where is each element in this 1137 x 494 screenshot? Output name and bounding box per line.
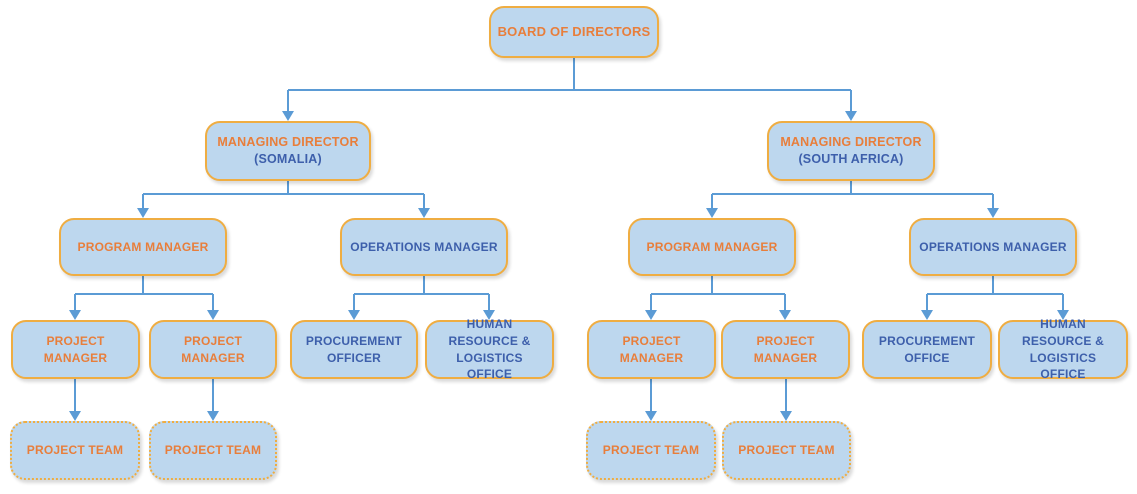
- node-label: PROCUREMENT OFFICE: [878, 333, 976, 365]
- node-label: OPERATIONS MANAGER: [350, 239, 498, 254]
- node-program-manager-south-africa: PROGRAM MANAGER: [628, 218, 796, 276]
- node-project-manager-2-south-africa: PROJECT MANAGER: [721, 320, 850, 379]
- node-label: PROJECT MANAGER: [753, 333, 818, 365]
- node-label: HUMAN RESOURCE & LOGISTICS OFFICE: [448, 316, 531, 382]
- node-label: PROJECT TEAM: [738, 443, 835, 458]
- node-operations-manager-south-africa: OPERATIONS MANAGER: [909, 218, 1077, 276]
- node-project-team-2-south-africa: PROJECT TEAM: [722, 421, 851, 480]
- node-procurement-officer-somalia: PROCUREMENT OFFICER: [290, 320, 418, 379]
- node-label: MANAGING DIRECTOR: [217, 134, 359, 149]
- node-label: PROJECT MANAGER: [619, 333, 684, 365]
- node-managing-director-somalia: MANAGING DIRECTOR (SOMALIA): [205, 121, 371, 181]
- node-project-manager-1-south-africa: PROJECT MANAGER: [587, 320, 716, 379]
- node-sublabel: (SOMALIA): [254, 152, 322, 166]
- node-sublabel: (SOUTH AFRICA): [798, 152, 904, 166]
- node-label: PROJECT TEAM: [602, 443, 700, 458]
- node-label: OPERATIONS MANAGER: [919, 239, 1067, 254]
- node-operations-manager-somalia: OPERATIONS MANAGER: [340, 218, 508, 276]
- node-hr-logistics-office-somalia: HUMAN RESOURCE & LOGISTICS OFFICE: [425, 317, 554, 381]
- node-project-manager-2-somalia: PROJECT MANAGER: [149, 320, 277, 379]
- node-label: PROJECT MANAGER: [43, 333, 108, 365]
- node-label: PROJECT TEAM: [26, 443, 124, 458]
- node-project-team-1-south-africa: PROJECT TEAM: [586, 421, 716, 480]
- node-board-of-directors: BOARD OF DIRECTORS: [489, 6, 659, 58]
- node-project-manager-1-somalia: PROJECT MANAGER: [11, 320, 140, 379]
- node-label: HUMAN RESOURCE & LOGISTICS OFFICE: [1021, 316, 1104, 382]
- node-label: PROJECT MANAGER: [181, 333, 245, 365]
- node-procurement-office-south-africa: PROCUREMENT OFFICE: [862, 320, 992, 379]
- node-hr-logistics-office-south-africa: HUMAN RESOURCE & LOGISTICS OFFICE: [998, 317, 1128, 381]
- node-label: PROGRAM MANAGER: [646, 239, 778, 254]
- node-project-team-2-somalia: PROJECT TEAM: [149, 421, 277, 480]
- node-label: PROJECT TEAM: [164, 443, 262, 458]
- node-label: BOARD OF DIRECTORS: [497, 23, 651, 39]
- node-label: MANAGING DIRECTOR: [780, 134, 922, 149]
- node-program-manager-somalia: PROGRAM MANAGER: [59, 218, 227, 276]
- node-managing-director-south-africa: MANAGING DIRECTOR (SOUTH AFRICA): [767, 121, 935, 181]
- node-label: PROCUREMENT OFFICER: [305, 333, 403, 365]
- node-label: PROGRAM MANAGER: [77, 239, 209, 254]
- node-project-team-1-somalia: PROJECT TEAM: [10, 421, 140, 480]
